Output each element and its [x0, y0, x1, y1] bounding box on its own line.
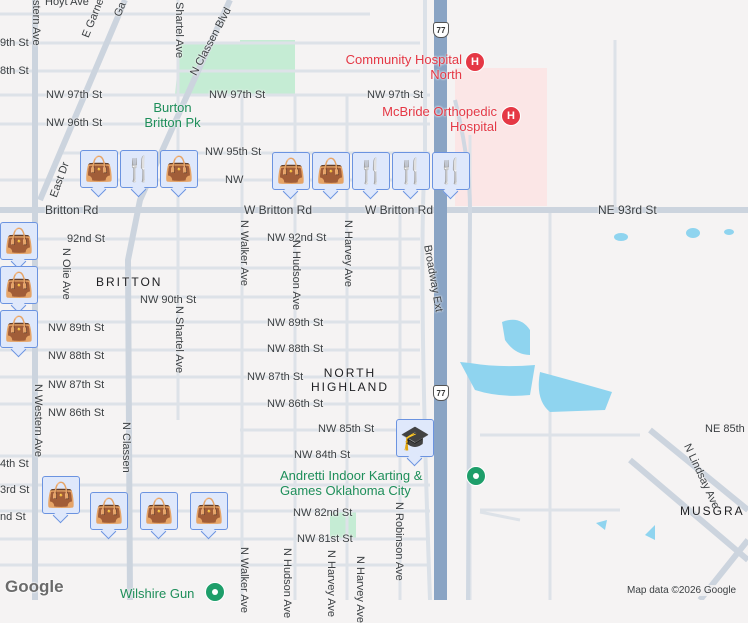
street-label: NW 96th St: [46, 117, 103, 129]
place-pin-icon[interactable]: [205, 582, 225, 602]
street-label: NW 88th St: [267, 343, 324, 355]
shopping-bag-icon[interactable]: 👜: [90, 492, 128, 530]
neighborhood-label: BRITTON: [96, 275, 163, 289]
shopping-bag-icon[interactable]: 👜: [42, 476, 80, 514]
street-label: 9th St: [0, 37, 29, 49]
map-base: [0, 0, 748, 600]
restaurant-icon[interactable]: 🍴: [352, 152, 390, 190]
neighborhood-label: MUSGRA: [680, 504, 745, 518]
street-label: NW 89th St: [48, 322, 105, 334]
street-label: Shartel Ave: [173, 2, 185, 59]
street-label: NW 89th St: [267, 317, 324, 329]
restaurant-icon[interactable]: 🍴: [120, 150, 158, 188]
shopping-bag-icon[interactable]: 👜: [80, 150, 118, 188]
street-label: NW 87th St: [247, 371, 304, 383]
street-label: N Hudson Ave: [290, 240, 302, 311]
poi-label[interactable]: Andretti Indoor Karting & Games Oklahoma…: [280, 468, 423, 498]
street-label: N Harvey Ave: [354, 556, 366, 623]
street-label: N Harvey Ave: [325, 550, 337, 618]
street-label: NE 85th St: [705, 423, 748, 435]
street-label: Hoyt Ave: [45, 0, 89, 8]
street-label: NW 92nd St: [267, 232, 327, 244]
street-label: NW 85th St: [318, 423, 375, 435]
street-label: N Robinson Ave: [393, 502, 405, 581]
hospital-icon[interactable]: H: [501, 106, 521, 126]
us-77-shield-icon: 77: [433, 22, 449, 38]
street-label: N Walker Ave: [238, 220, 250, 287]
shopping-bag-icon[interactable]: 👜: [160, 150, 198, 188]
street-label: NW 97th St: [367, 89, 424, 101]
google-logo: Google: [5, 577, 64, 596]
highway-us77: [434, 0, 447, 600]
street-label: NW 97th St: [209, 89, 266, 101]
street-label: 8th St: [0, 65, 29, 77]
street-label: NW 97th St: [46, 89, 103, 101]
street-label: NW: [225, 174, 244, 186]
street-label: W Britton Rd: [244, 203, 313, 217]
street-label: NW 95th St: [205, 146, 262, 158]
street-label: N Walker Ave: [238, 547, 250, 614]
place-pin-icon[interactable]: [466, 466, 486, 486]
shopping-bag-icon[interactable]: 👜: [0, 266, 38, 304]
hospital-icon[interactable]: H: [465, 52, 485, 72]
street-label: NW 82nd St: [293, 507, 353, 519]
street-label: NW 86th St: [48, 407, 105, 419]
street-label: stern Ave: [30, 0, 42, 46]
hospital-label[interactable]: McBride Orthopedic Hospital: [382, 104, 497, 134]
water-bodies: [460, 228, 734, 540]
street-label: W Britton Rd: [365, 203, 434, 217]
street-label: NW 81st St: [297, 533, 353, 545]
street-label: N Western Ave: [32, 384, 44, 457]
shopping-bag-icon[interactable]: 👜: [140, 492, 178, 530]
hospital-label[interactable]: Community Hospital North: [345, 52, 462, 82]
school-icon[interactable]: 🎓: [396, 419, 434, 457]
park-area: [330, 510, 356, 540]
poi-label[interactable]: Wilshire Gun: [120, 586, 195, 601]
street-label: N Classen: [120, 422, 132, 473]
shopping-bag-icon[interactable]: 👜: [312, 152, 350, 190]
neighborhood-label: NORTH HIGHLAND: [310, 366, 389, 394]
restaurant-icon[interactable]: 🍴: [392, 152, 430, 190]
street-label: nd St: [0, 511, 26, 523]
street-label: 3rd St: [0, 484, 30, 496]
street-label: NW 84th St: [294, 449, 351, 461]
street-label: NW 88th St: [48, 350, 105, 362]
street-label: N Shartel Ave: [173, 306, 185, 374]
street-label: N Hudson Ave: [281, 548, 293, 619]
map-attribution: Map data ©2026 Google: [627, 585, 737, 596]
street-label: Britton Rd: [45, 203, 99, 217]
street-label: NW 90th St: [140, 294, 197, 306]
street-label: NE 93rd St: [598, 203, 657, 217]
restaurant-icon[interactable]: 🍴: [432, 152, 470, 190]
shopping-bag-icon[interactable]: 👜: [272, 152, 310, 190]
street-label: NW 86th St: [267, 398, 324, 410]
street-label: 4th St: [0, 458, 29, 470]
street-label: 92nd St: [67, 233, 105, 245]
park-area: [240, 40, 295, 95]
park-label[interactable]: Burton Britton Pk: [144, 100, 201, 130]
street-label: N Harvey Ave: [342, 220, 354, 288]
us-77-shield-icon: 77: [433, 385, 449, 401]
shopping-bag-icon[interactable]: 👜: [190, 492, 228, 530]
shopping-bag-icon[interactable]: 👜: [0, 222, 38, 260]
street-label: N Olie Ave: [60, 248, 72, 300]
shopping-bag-icon[interactable]: 👜: [0, 310, 38, 348]
street-label: NW 87th St: [48, 379, 105, 391]
